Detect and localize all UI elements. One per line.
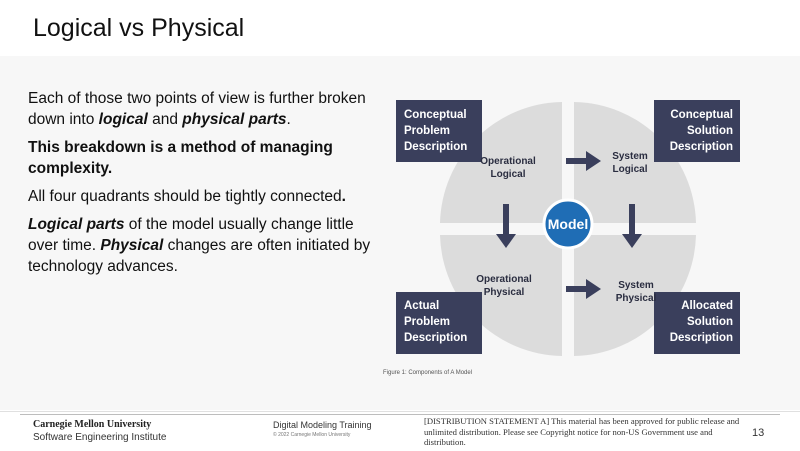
quadrant-bottom-right	[574, 235, 696, 356]
quadrant-label: Logical	[612, 164, 647, 175]
corner-box-top-right	[654, 100, 740, 162]
corner-label: Description	[670, 332, 733, 344]
bullet-emphasis: This breakdown is a method of managing c…	[28, 139, 333, 177]
quadrant-top-left	[440, 102, 562, 223]
course-name: Digital Modeling Training	[273, 420, 372, 430]
slide-title: Logical vs Physical	[33, 14, 245, 42]
distribution-statement: [DISTRIBUTION STATEMENT A] This material…	[424, 416, 740, 447]
bullet-list: Each of those two points of view is furt…	[28, 88, 373, 284]
bullet-4: Logical parts of the model usually chang…	[28, 214, 373, 277]
corner-label: Conceptual	[404, 109, 467, 121]
model-label: Model	[548, 216, 588, 232]
footer	[0, 411, 800, 451]
model-circle	[542, 198, 594, 250]
bullet-emphasis: physical parts	[182, 111, 287, 128]
quadrant-bottom-left	[440, 235, 562, 356]
figure-caption: Figure 1: Components of A Model	[383, 370, 473, 376]
university-name: Carnegie Mellon University	[33, 419, 152, 430]
corner-label: Actual	[404, 300, 439, 312]
arrow-down-icon	[496, 204, 516, 248]
corner-label: Description	[404, 141, 467, 153]
corner-label: Allocated	[681, 300, 733, 312]
bullet-emphasis: Logical parts	[28, 216, 125, 233]
bullet-text: .	[286, 111, 291, 128]
quadrant-top-right	[574, 102, 696, 223]
bullet-text: All four quadrants should be tightly con…	[28, 188, 342, 205]
bullet-text: of the model usually change little over …	[28, 216, 354, 254]
quadrant-label: System	[618, 280, 654, 291]
bullet-3: All four quadrants should be tightly con…	[28, 186, 373, 207]
arrow-down-icon	[622, 204, 642, 248]
footer-divider	[20, 414, 780, 415]
corner-label: Conceptual	[670, 109, 733, 121]
corner-label: Solution	[687, 316, 733, 328]
bullet-text: Each of those two points of view is furt…	[28, 90, 366, 128]
quadrant-label: Physical	[484, 287, 525, 298]
bullet-text: changes are often initiated by technolog…	[28, 237, 371, 275]
quadrant-label: Physical	[616, 293, 657, 304]
corner-label: Description	[404, 332, 467, 344]
bullet-emphasis: .	[341, 188, 346, 205]
quadrant-label: Logical	[490, 169, 525, 180]
bullet-emphasis: Physical	[100, 237, 164, 254]
bullet-text: and	[147, 111, 183, 128]
corner-label: Problem	[404, 125, 450, 137]
bullet-1: Each of those two points of view is furt…	[28, 88, 373, 130]
model-diagram: Conceptual Problem Description Conceptua…	[396, 100, 740, 356]
corner-label: Problem	[404, 316, 450, 328]
bullet-2: This breakdown is a method of managing c…	[28, 137, 373, 179]
copyright-text: © 2022 Carnegie Mellon University	[273, 432, 351, 438]
quadrant-label: Operational	[476, 274, 532, 285]
arrow-right-icon	[566, 279, 601, 299]
corner-box-bottom-left	[396, 292, 482, 354]
corner-label: Solution	[687, 125, 733, 137]
bullet-emphasis: logical	[98, 111, 148, 128]
corner-label: Description	[670, 141, 733, 153]
quadrant-label: Operational	[480, 156, 536, 167]
page-number: 13	[752, 427, 765, 439]
institute-name: Software Engineering Institute	[33, 432, 167, 443]
corner-box-top-left	[396, 100, 482, 162]
quadrant-label: System	[612, 151, 648, 162]
arrow-right-icon	[566, 151, 601, 171]
title-bar	[0, 0, 800, 56]
corner-box-bottom-right	[654, 292, 740, 354]
